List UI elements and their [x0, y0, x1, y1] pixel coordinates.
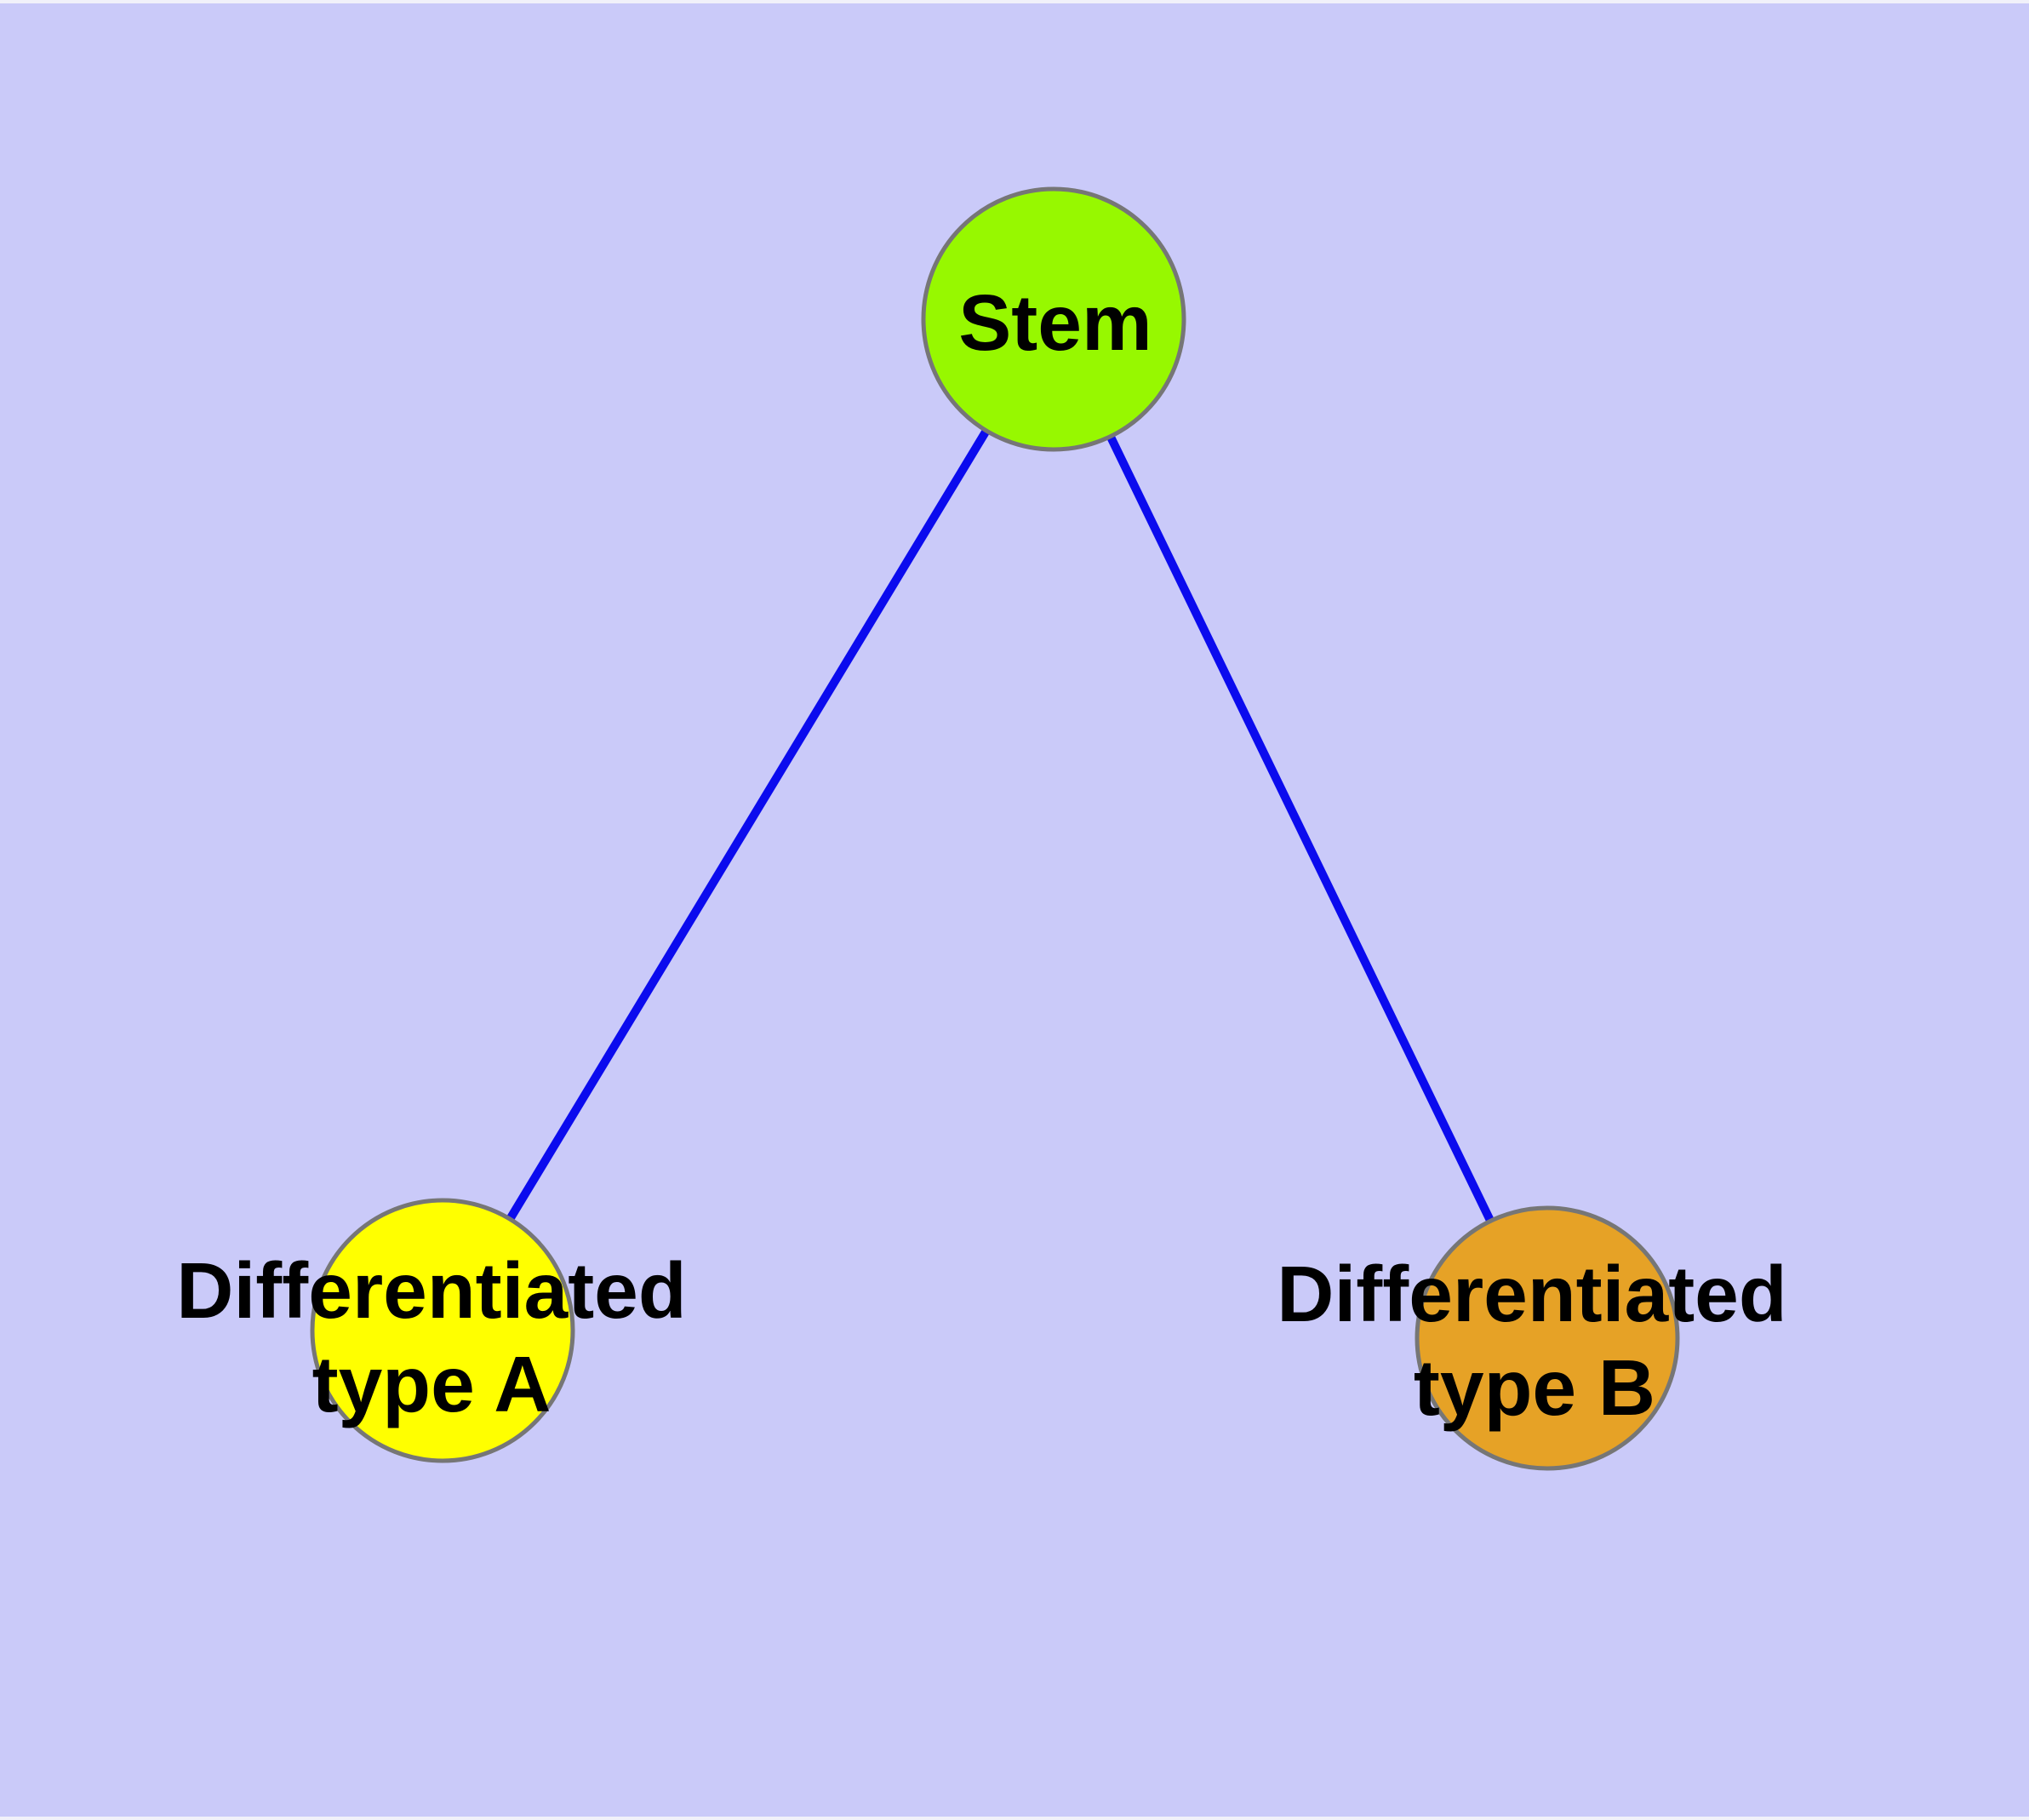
node-stem-label: Stem [958, 278, 1152, 367]
edge-stem-to-type-a [438, 317, 1058, 1333]
node-type-a [310, 1198, 575, 1463]
node-type-a-label-line-1: Differentiated [176, 1246, 686, 1335]
node-type-b [1415, 1205, 1680, 1471]
node-type-b-label-line-2: type B [1414, 1343, 1655, 1432]
edge-stem-to-type-b [1049, 317, 1552, 1341]
node-stem [921, 186, 1186, 452]
node-type-b-label-line-1: Differentiated [1277, 1250, 1786, 1338]
node-type-a-label-line-2: type A [312, 1340, 552, 1428]
